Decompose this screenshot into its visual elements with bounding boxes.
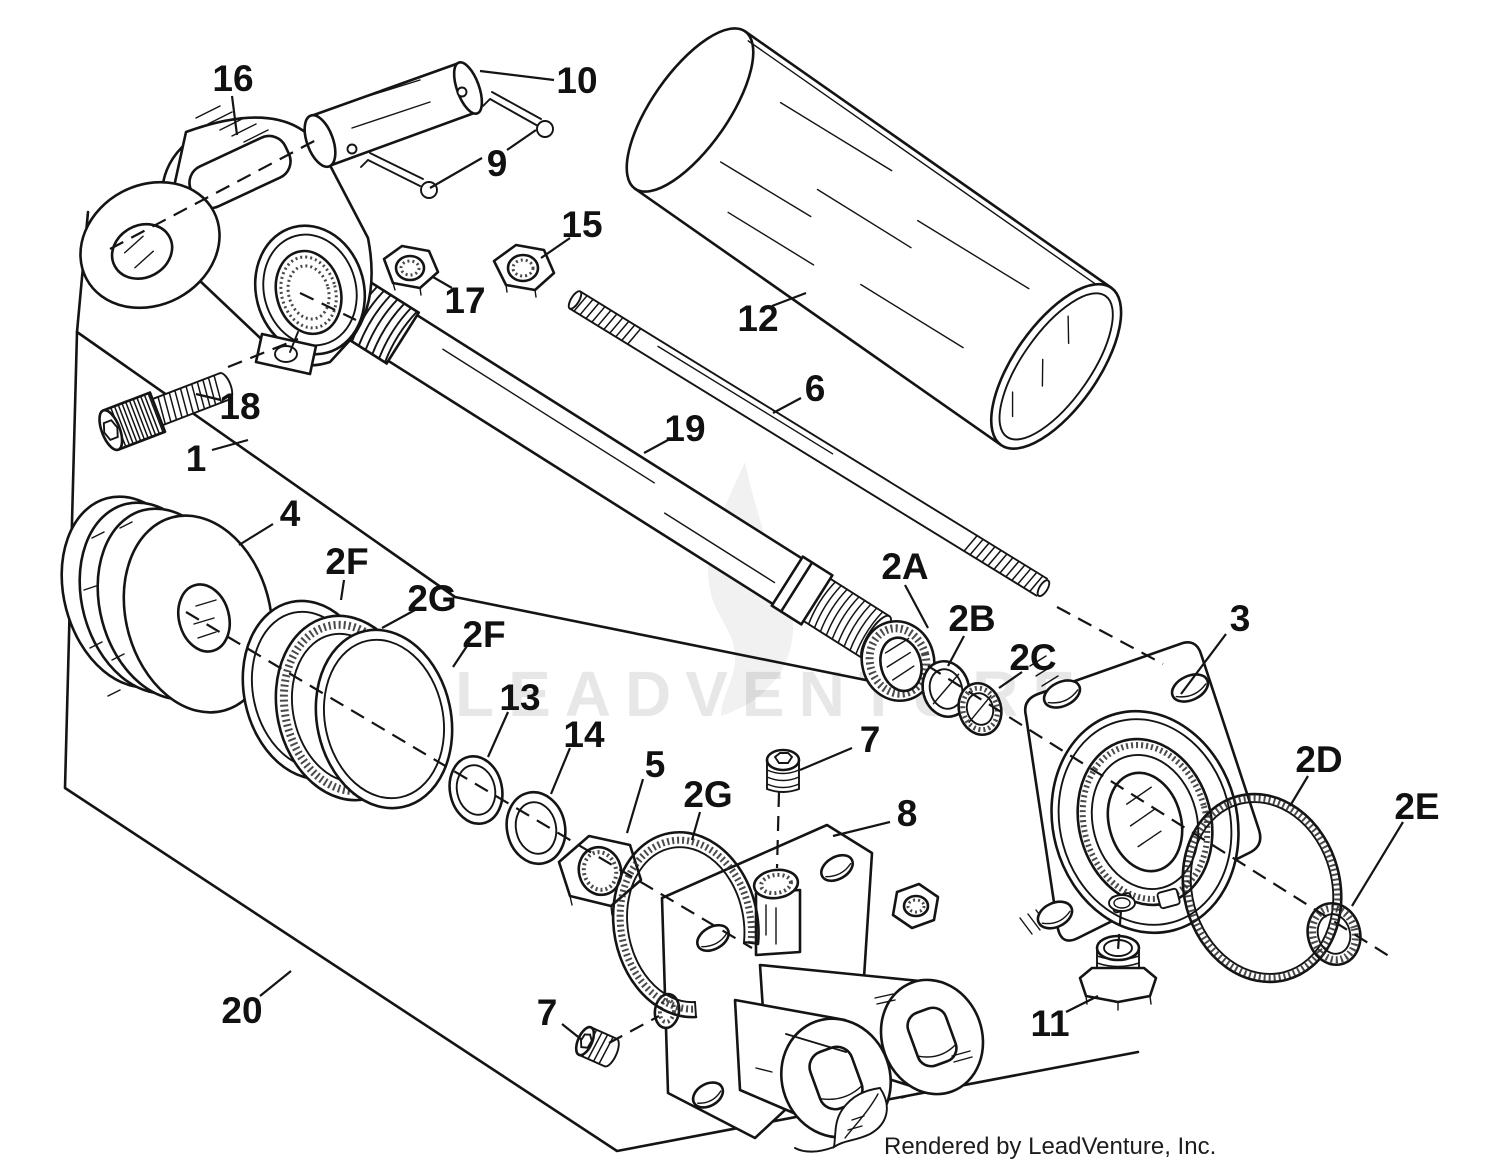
svg-text:2F: 2F <box>325 541 368 582</box>
svg-text:13: 13 <box>499 677 540 718</box>
callout-16[interactable]: 16 <box>212 58 254 136</box>
svg-text:7: 7 <box>537 992 558 1033</box>
part-7-socket-plug-top <box>765 748 801 793</box>
part-17-jam-nut <box>382 244 440 296</box>
svg-text:16: 16 <box>212 58 253 99</box>
callout-18[interactable]: 18 <box>195 386 261 427</box>
svg-text:2A: 2A <box>881 546 928 587</box>
callout-12[interactable]: 12 <box>737 291 807 339</box>
part-2E-oring <box>1306 902 1362 966</box>
svg-text:2F: 2F <box>462 614 505 655</box>
part-3-gland-flange <box>1019 641 1262 942</box>
part-2B-washer <box>921 660 971 718</box>
svg-text:10: 10 <box>556 60 597 101</box>
callout-4[interactable]: 4 <box>238 493 301 546</box>
part-18-clamp-bolt <box>98 372 234 452</box>
svg-text:2C: 2C <box>1009 637 1056 678</box>
callout-1[interactable]: 1 <box>186 438 249 479</box>
callout-2D[interactable]: 2D <box>1289 739 1343 807</box>
svg-text:11: 11 <box>1030 1003 1069 1044</box>
callout-2F[interactable]: 2F <box>325 541 369 601</box>
callout-10[interactable]: 10 <box>479 60 598 101</box>
callout-13[interactable]: 13 <box>486 677 541 758</box>
callout-9[interactable]: 9 <box>429 129 537 189</box>
part-2C-backup-washer <box>957 682 1003 736</box>
part-7-socket-plug-bottom <box>574 1025 620 1068</box>
part-jam-nut-base <box>891 882 940 930</box>
part-2A-gland-bushing <box>860 619 936 703</box>
part-8-base-clevis <box>653 823 985 1140</box>
attribution: Rendered by LeadVenture, Inc. <box>794 1086 1216 1160</box>
svg-text:3: 3 <box>1230 598 1251 639</box>
svg-text:2B: 2B <box>948 598 995 639</box>
callout-2C[interactable]: 2C <box>998 637 1057 689</box>
svg-text:14: 14 <box>563 714 605 755</box>
svg-text:19: 19 <box>664 408 705 449</box>
callout-7[interactable]: 7 <box>537 992 583 1041</box>
callout-5[interactable]: 5 <box>625 744 666 834</box>
svg-text:15: 15 <box>561 204 602 245</box>
part-13-washer <box>448 755 504 825</box>
attribution-text: Rendered by LeadVenture, Inc. <box>884 1133 1216 1160</box>
part-16-rod-clevis <box>79 105 373 376</box>
callout-2A[interactable]: 2A <box>881 546 929 629</box>
callout-2G[interactable]: 2G <box>381 578 457 629</box>
callout-20[interactable]: 20 <box>221 970 292 1031</box>
svg-text:6: 6 <box>805 368 826 409</box>
callout-6[interactable]: 6 <box>772 368 826 414</box>
svg-text:2E: 2E <box>1394 786 1439 827</box>
callout-19[interactable]: 19 <box>643 408 706 454</box>
part-15-jam-nut <box>492 243 556 298</box>
callout-2F[interactable]: 2F <box>452 614 506 668</box>
callout-11[interactable]: 11 <box>1030 995 1099 1044</box>
svg-text:4: 4 <box>280 493 301 534</box>
svg-text:20: 20 <box>221 990 262 1031</box>
svg-text:1: 1 <box>186 438 207 479</box>
svg-text:18: 18 <box>219 386 260 427</box>
svg-text:8: 8 <box>897 793 918 834</box>
callout-2G[interactable]: 2G <box>683 774 733 841</box>
svg-text:17: 17 <box>444 280 485 321</box>
svg-text:2G: 2G <box>683 774 732 815</box>
part-4-piston <box>60 495 274 714</box>
part-10-pivot-pin <box>303 61 484 169</box>
callout-8[interactable]: 8 <box>832 793 918 838</box>
svg-text:12: 12 <box>737 298 778 339</box>
callout-14[interactable]: 14 <box>549 714 605 795</box>
assembly-centerlines <box>109 138 1393 1044</box>
part-6-tie-rod <box>567 290 1051 598</box>
part-2D-oring <box>1181 792 1343 984</box>
callout-2E[interactable]: 2E <box>1351 786 1440 907</box>
part-5-piston-nut <box>557 834 643 916</box>
svg-text:7: 7 <box>860 719 881 760</box>
svg-text:2G: 2G <box>407 578 456 619</box>
part-12-cylinder-tube <box>625 27 1123 450</box>
callout-15[interactable]: 15 <box>540 204 603 259</box>
callout-7[interactable]: 7 <box>799 719 881 772</box>
callout-3[interactable]: 3 <box>1180 598 1251 695</box>
callout-2B[interactable]: 2B <box>947 598 996 667</box>
seal-kit-boundary <box>63 210 1140 1153</box>
svg-text:2D: 2D <box>1295 739 1342 780</box>
svg-text:9: 9 <box>487 143 508 184</box>
part-2G-seal-ring-2 <box>611 830 760 1019</box>
svg-text:5: 5 <box>645 744 666 785</box>
callout-17[interactable]: 17 <box>432 276 486 321</box>
part-14-washer <box>505 790 567 866</box>
part-2F-backup-ring-2 <box>314 628 454 810</box>
